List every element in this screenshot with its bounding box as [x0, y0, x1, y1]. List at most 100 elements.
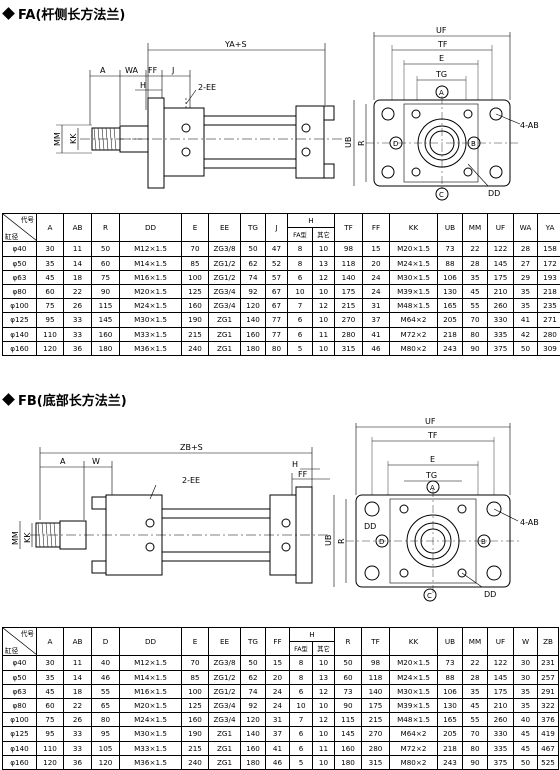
bore-cell: φ50	[2, 255, 37, 271]
table-cell: 120	[91, 754, 120, 770]
fa-header-cell: AB	[63, 212, 92, 243]
table-cell: 70	[462, 312, 488, 328]
table-cell: 6	[287, 312, 313, 328]
table-cell: 36	[63, 754, 92, 770]
table-cell: 130	[437, 697, 463, 714]
table-cell: 330	[487, 312, 514, 328]
table-cell: 12	[312, 712, 335, 728]
table-cell: 376	[537, 712, 559, 728]
fa-dim-tg: TG	[435, 70, 447, 79]
table-cell: 24	[265, 683, 290, 699]
table-cell: ZG3/8	[208, 655, 241, 671]
table-cell: M14×1.5	[119, 669, 182, 685]
bore-cell: φ40	[2, 241, 37, 257]
fb-dim-dd: DD	[484, 590, 496, 599]
fa-header-cell: A	[36, 212, 64, 243]
fb-dim-zb-s: ZB+S	[180, 443, 203, 452]
table-cell: M30×1.5	[119, 312, 182, 328]
table-cell: 140	[240, 312, 266, 328]
table-cell: 50	[513, 754, 538, 770]
table-cell: 33	[63, 726, 92, 742]
fb-corner-bottom: 缸径	[5, 647, 19, 656]
table-cell: 50	[240, 241, 266, 257]
table-cell: 11	[63, 241, 92, 257]
fb-spec-table: 代号 缸径 A AB D DD E EE TG FF H R TF KK UB …	[2, 626, 559, 770]
table-cell: 240	[181, 340, 209, 356]
fa-header-cell: E	[181, 212, 209, 243]
table-cell: 145	[487, 669, 514, 685]
table-cell: 62	[240, 255, 266, 271]
table-cell: 10	[312, 754, 335, 770]
table-cell: 67	[265, 283, 288, 300]
table-cell: 260	[487, 712, 514, 728]
fa-dim-kk: KK	[69, 133, 78, 144]
bore-cell: φ100	[2, 298, 37, 314]
table-cell: 8	[289, 669, 313, 685]
table-cell: 175	[334, 283, 363, 300]
table-cell: 37	[362, 312, 390, 328]
fb-header-cell: DD	[119, 626, 182, 657]
table-cell: 90	[462, 754, 488, 770]
table-cell: 322	[537, 697, 559, 714]
fb-dim-kk: KK	[23, 532, 32, 543]
fa-header-cell: J	[265, 212, 288, 243]
fa-header-cell: EE	[208, 212, 241, 243]
table-cell: 90	[91, 283, 120, 300]
table-cell: M33×1.5	[119, 326, 182, 342]
table-cell: 6	[289, 683, 313, 699]
table-cell: 35	[513, 697, 538, 714]
table-cell: 10	[312, 726, 335, 742]
bore-cell: φ63	[2, 683, 37, 699]
table-cell: 315	[361, 754, 390, 770]
fa-header-cell: UB	[437, 212, 463, 243]
fb-mark-c: C	[427, 592, 432, 600]
table-cell: 41	[362, 326, 390, 342]
table-cell: 335	[487, 740, 514, 756]
table-cell: 122	[487, 655, 514, 671]
fa-dim-a: A	[100, 66, 106, 75]
table-cell: M14×1.5	[119, 255, 182, 271]
table-cell: 10	[312, 312, 335, 328]
table-cell: 24	[265, 697, 290, 714]
table-cell: 55	[91, 683, 120, 699]
table-cell: 88	[437, 669, 463, 685]
table-cell: 50	[91, 241, 120, 257]
table-cell: 145	[487, 255, 514, 271]
table-cell: 22	[462, 241, 488, 257]
table-cell: 330	[487, 726, 514, 742]
fa-dim-mm: MM	[53, 132, 62, 146]
bore-cell: φ125	[2, 726, 37, 742]
table-cell: 80	[91, 712, 120, 728]
table-cell: 26	[63, 712, 92, 728]
fb-dim-ub: UB	[324, 535, 333, 546]
table-cell: M24×1.5	[389, 669, 438, 685]
table-cell: 145	[91, 312, 120, 328]
table-cell: 46	[265, 754, 290, 770]
fa-dim-e: E	[439, 54, 444, 63]
fa-dim-r: R	[357, 140, 366, 146]
fb-dim-r: R	[337, 538, 346, 544]
fa-mark-d: D	[393, 140, 398, 148]
table-cell: 75	[91, 269, 120, 285]
table-cell: 55	[462, 298, 488, 314]
fb-title-text: FB(底部长方法兰)	[18, 394, 127, 409]
table-cell: M64×2	[389, 312, 438, 328]
bore-cell: φ160	[2, 754, 37, 770]
fa-dim-ub: UB	[344, 137, 353, 148]
table-cell: 210	[487, 697, 514, 714]
table-cell: 115	[334, 712, 362, 728]
table-cell: 270	[361, 726, 390, 742]
table-cell: M30×1.5	[389, 683, 438, 699]
table-cell: 35	[462, 683, 488, 699]
table-cell: ZG1/2	[208, 683, 241, 699]
table-cell: ZG3/4	[208, 298, 241, 314]
table-cell: 160	[181, 712, 209, 728]
table-cell: M20×1.5	[119, 283, 182, 300]
table-cell: 41	[265, 740, 290, 756]
fb-header-row: 代号 缸径 A AB D DD E EE TG FF H R TF KK UB …	[2, 626, 559, 657]
